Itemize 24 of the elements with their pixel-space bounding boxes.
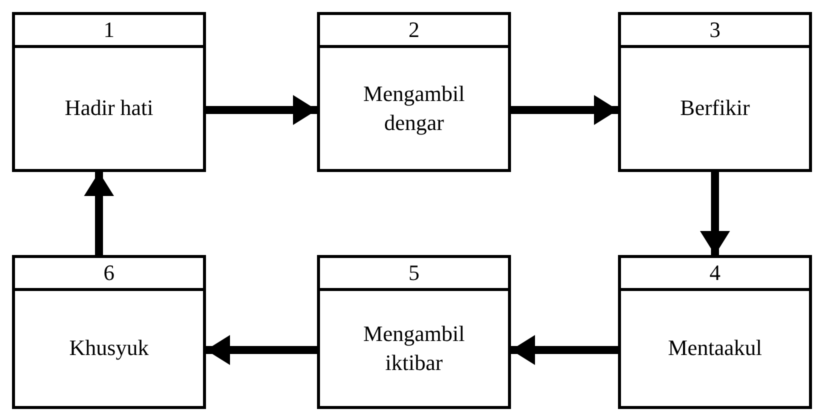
arrow — [206, 335, 317, 365]
step-label: Mengambil dengar — [362, 80, 466, 137]
arrow — [84, 172, 114, 255]
process-box — [12, 12, 206, 172]
step-number: 1 — [104, 19, 114, 41]
step-number: 5 — [408, 262, 420, 284]
arrow — [700, 172, 730, 255]
step-number: 3 — [710, 19, 720, 41]
step-number: 6 — [104, 262, 114, 284]
arrow — [511, 95, 618, 125]
step-label: Khusyuk — [69, 334, 149, 362]
step-label: Berfikir — [680, 94, 750, 122]
process-box — [618, 12, 812, 172]
step-number: 2 — [408, 19, 420, 41]
arrow — [511, 335, 618, 365]
step-label: Mentaakul — [668, 334, 762, 362]
process-box — [317, 12, 511, 172]
step-label: Hadir hati — [64, 94, 154, 122]
step-label: Mengambil iktibar — [362, 320, 466, 376]
step-number: 4 — [710, 262, 720, 284]
process-box — [317, 255, 511, 409]
process-box — [12, 255, 206, 409]
arrow — [206, 95, 317, 125]
process-box — [618, 255, 812, 409]
